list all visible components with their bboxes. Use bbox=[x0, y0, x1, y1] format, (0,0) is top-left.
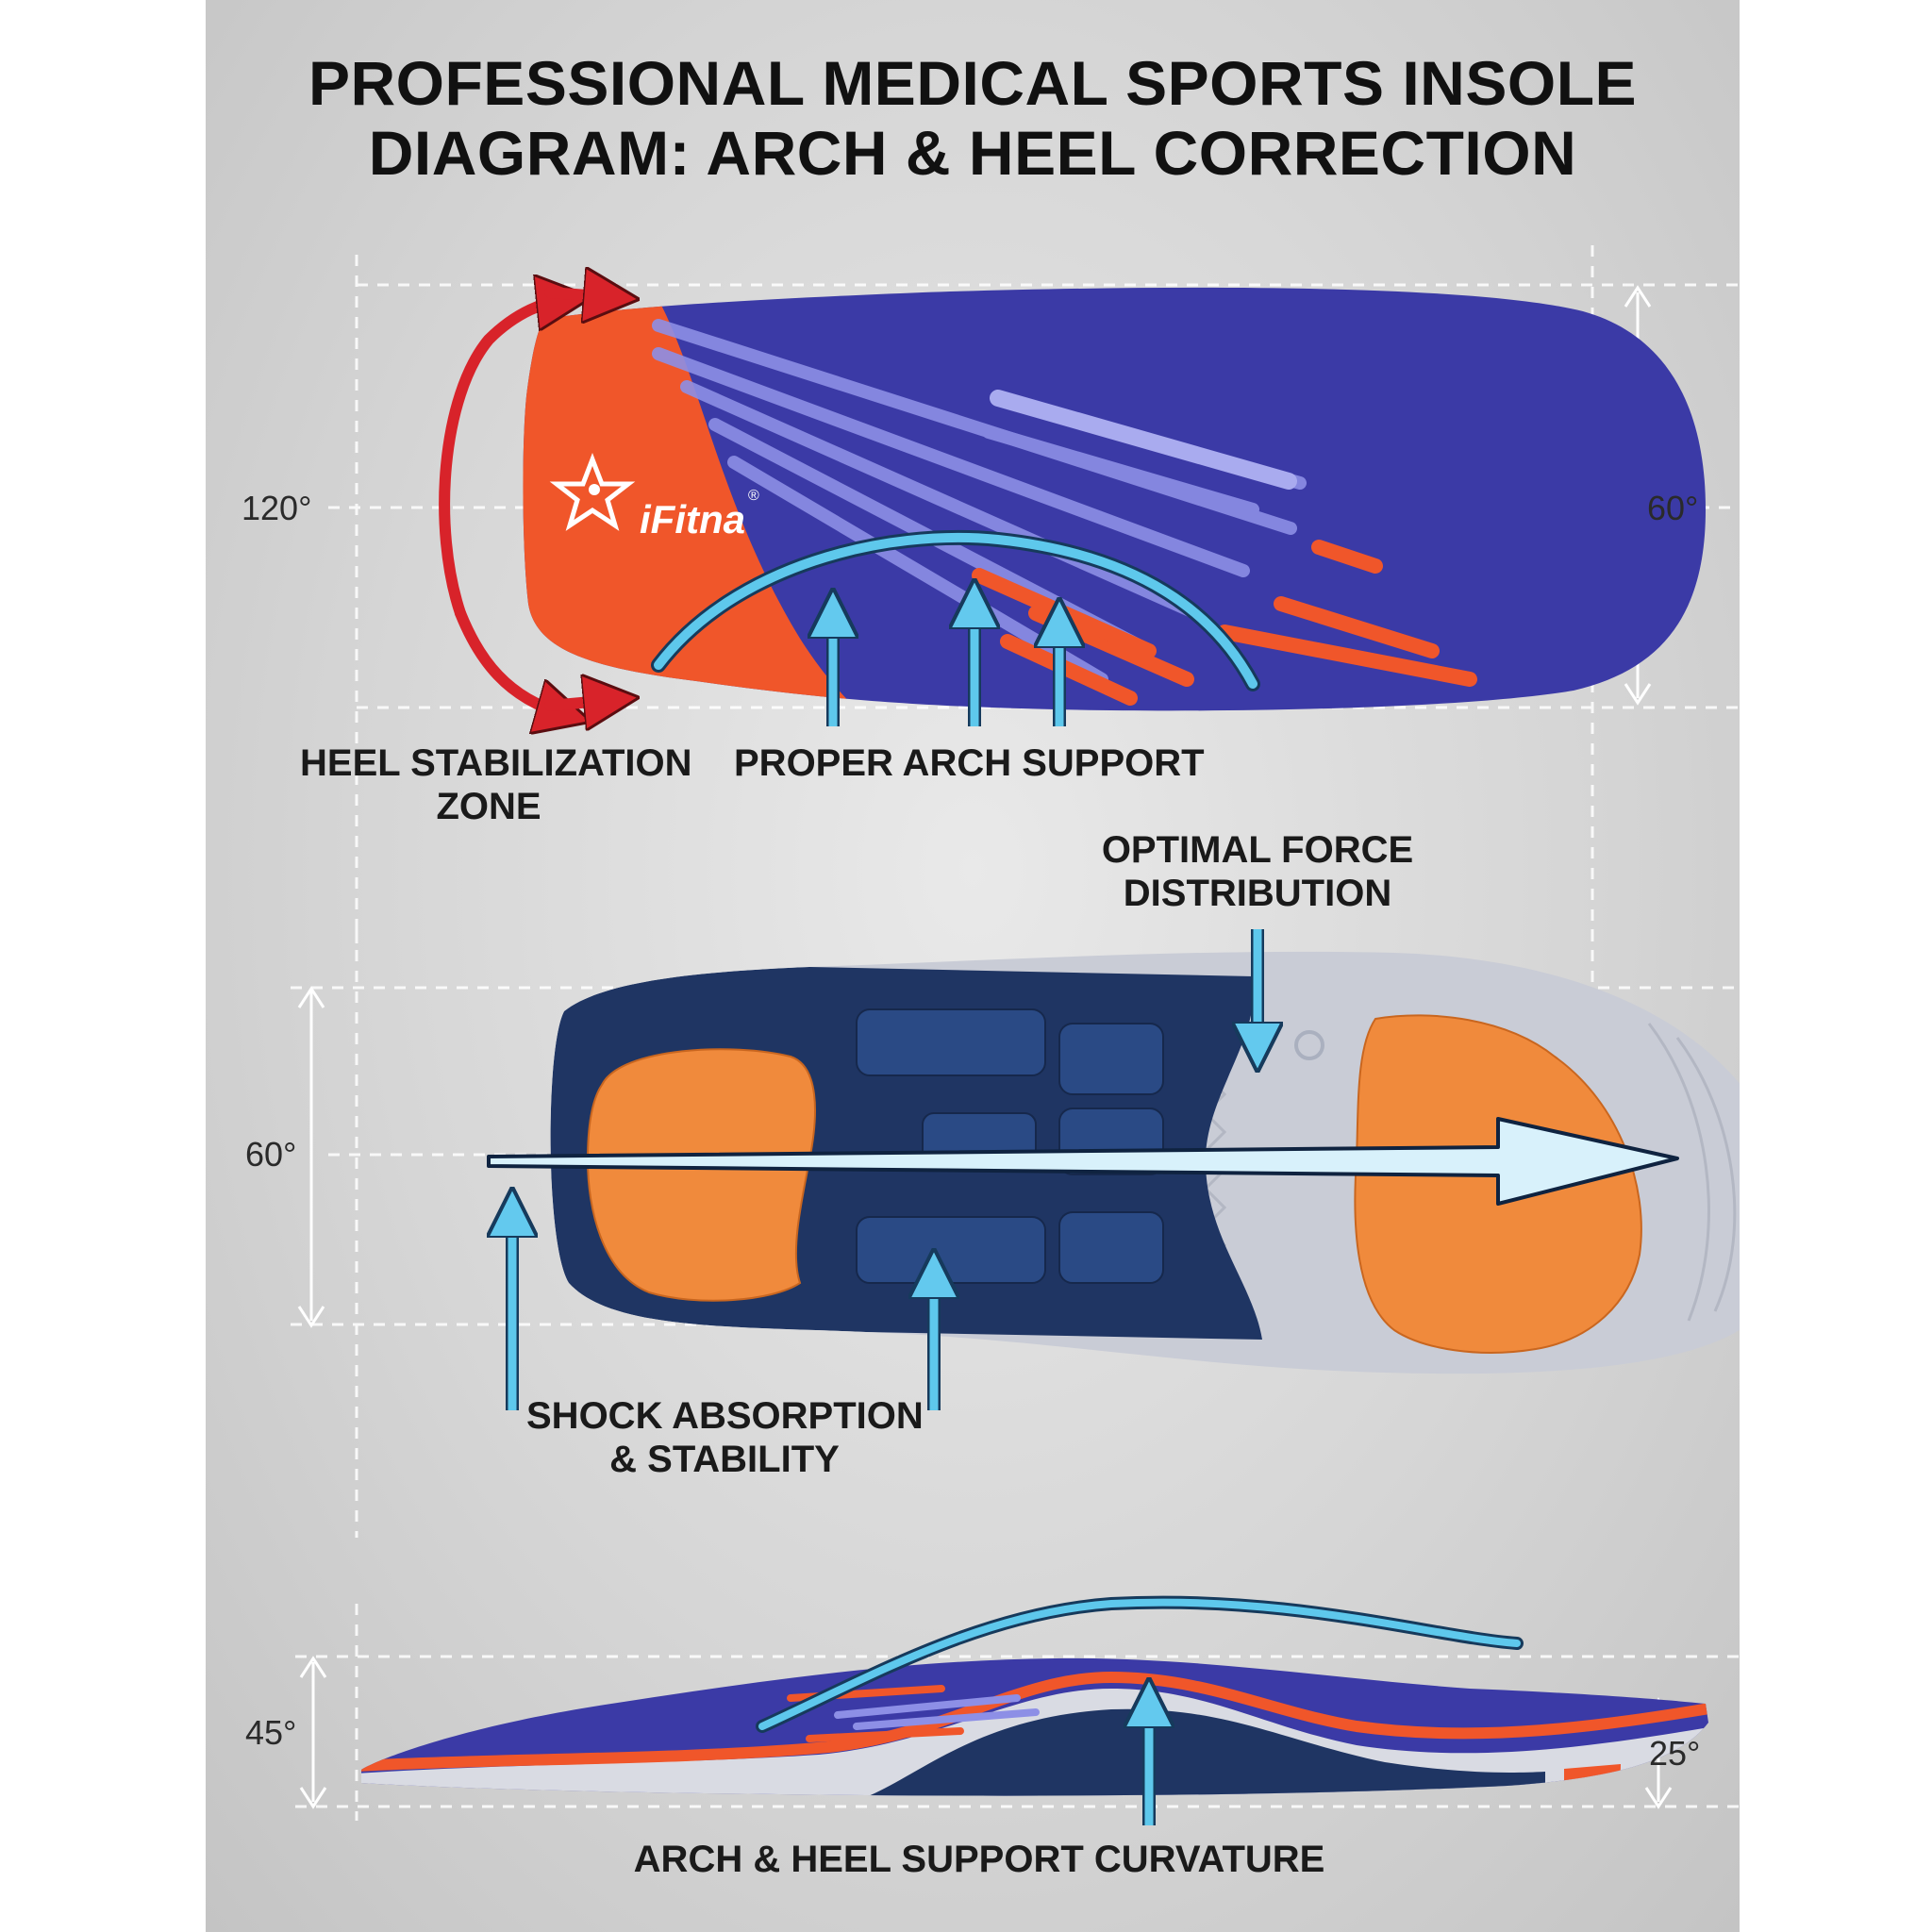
heel-stabilization-label-line-2: ZONE bbox=[436, 786, 541, 827]
brand-registered-mark: ® bbox=[748, 488, 759, 504]
insole-illustration: iFitna ® bbox=[291, 245, 1740, 1825]
proper-arch-support-label: PROPER ARCH SUPPORT bbox=[734, 742, 1205, 784]
heel-stabilization-label: HEEL STABILIZATION ZONE bbox=[300, 741, 692, 828]
optimal-force-distribution-label: OPTIMAL FORCE DISTRIBUTION bbox=[1074, 828, 1441, 915]
arch-heel-curvature-label: ARCH & HEEL SUPPORT CURVATURE bbox=[633, 1839, 1325, 1880]
heel-rotation-arrows bbox=[439, 292, 611, 714]
top-angle-left: 120° bbox=[242, 489, 312, 527]
title-line-2: DIAGRAM: ARCH & HEEL CORRECTION bbox=[368, 118, 1577, 188]
runner-star-icon bbox=[549, 453, 636, 531]
force-distribution-arrow bbox=[487, 1117, 1679, 1206]
side-angle-left: 45° bbox=[245, 1713, 297, 1752]
side-angle-right: 25° bbox=[1649, 1734, 1701, 1773]
brand-logo: iFitna bbox=[640, 497, 745, 541]
shock-absorption-arrows bbox=[512, 1203, 934, 1410]
optimal-force-label-line-2: DISTRIBUTION bbox=[1123, 873, 1392, 914]
optimal-force-label-line-1: OPTIMAL FORCE bbox=[1101, 829, 1414, 871]
top-angle-right: 60° bbox=[1647, 489, 1699, 527]
title-line-1: PROFESSIONAL MEDICAL SPORTS INSOLE bbox=[308, 48, 1638, 118]
diagram-panel: PROFESSIONAL MEDICAL SPORTS INSOLE DIAGR… bbox=[206, 0, 1740, 1932]
shock-absorption-label-line-1: SHOCK ABSORPTION bbox=[526, 1395, 924, 1437]
shock-absorption-label: SHOCK ABSORPTION & STABILITY bbox=[526, 1394, 924, 1481]
shock-absorption-label-line-2: & STABILITY bbox=[609, 1439, 840, 1480]
arch-curve bbox=[756, 1595, 1524, 1733]
heel-stabilization-label-line-1: HEEL STABILIZATION bbox=[300, 742, 692, 784]
bottom-angle-left: 60° bbox=[245, 1135, 297, 1174]
arch-support-arrows bbox=[651, 529, 1260, 726]
side-insole bbox=[361, 1657, 1708, 1796]
